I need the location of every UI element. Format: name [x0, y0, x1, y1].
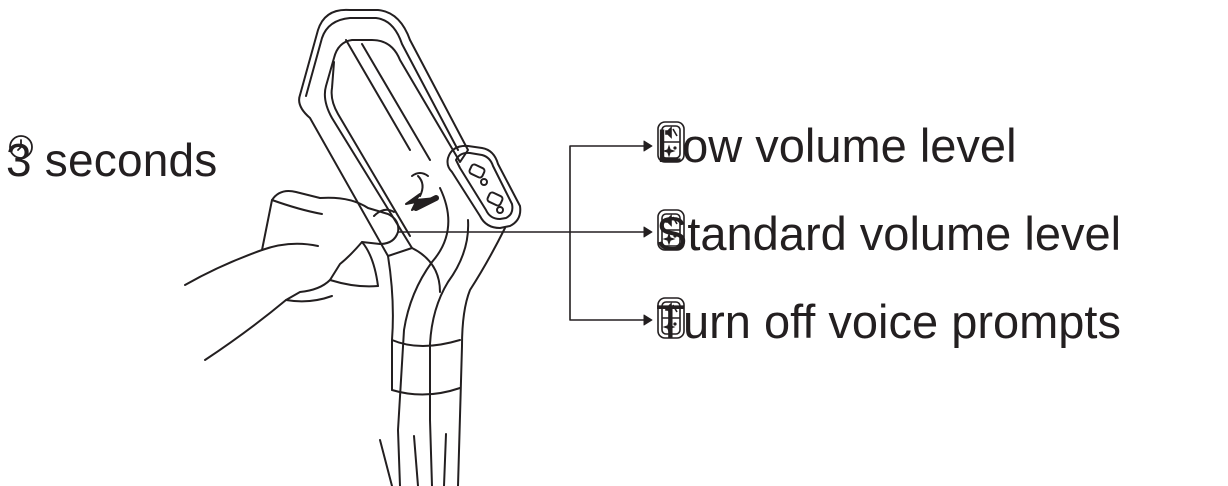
mute-voice-button-icon — [657, 297, 685, 339]
option-standard-volume: Standard volume level — [656, 208, 1121, 258]
option-low-volume: Low volume level — [656, 120, 1017, 170]
duration-label: 3 seconds — [6, 134, 218, 186]
mute-voice-button-icon — [657, 121, 685, 163]
button-panel — [446, 144, 522, 229]
panel-button-bottom — [486, 191, 504, 207]
option-label: Turn off voice prompts — [656, 294, 1121, 348]
option-label: Low volume level — [656, 118, 1017, 172]
connector-lines — [397, 145, 651, 321]
handle-outer-frame — [298, 8, 469, 257]
handle-neck — [397, 187, 450, 486]
press-arrow — [405, 193, 437, 211]
press-duration: 3 seconds — [6, 132, 218, 188]
clock-icon — [9, 135, 33, 159]
panel-button-top — [468, 163, 486, 179]
option-voice-off: Turn off voice prompts — [656, 296, 1121, 346]
mute-voice-button-icon — [657, 209, 685, 251]
option-label: Standard volume level — [656, 206, 1122, 260]
